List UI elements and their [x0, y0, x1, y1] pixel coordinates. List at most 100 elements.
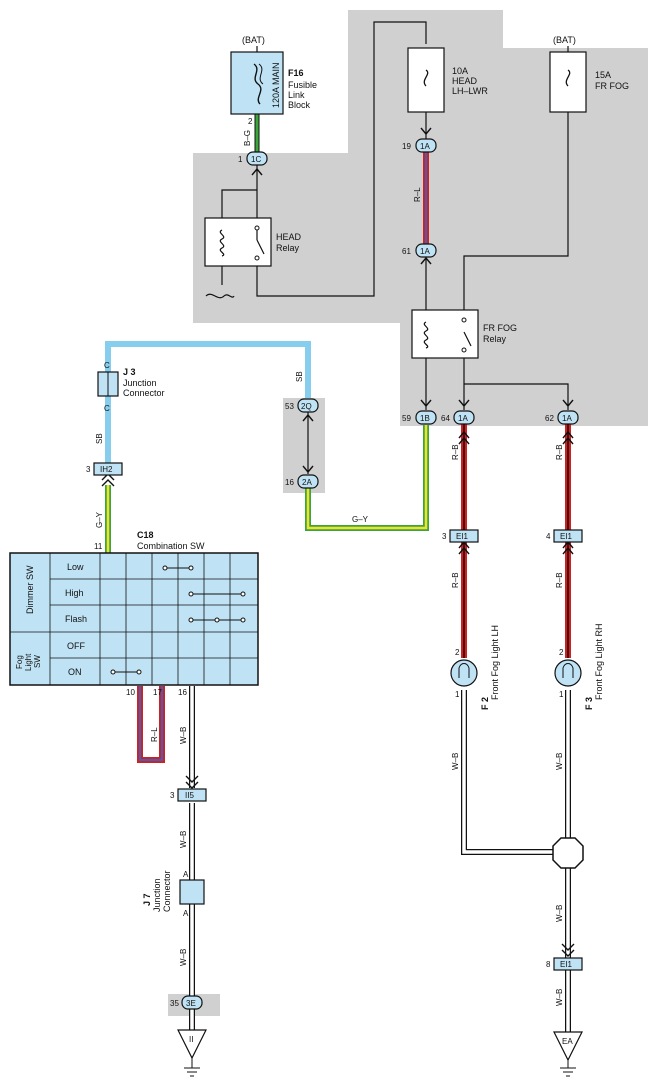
ii5-code: II5 [185, 791, 194, 800]
wire-label-wb-6: W–B [555, 905, 564, 922]
wire-sb [105, 341, 311, 463]
ei1-a-pin: 3 [442, 532, 447, 541]
f3-id: F 3 [584, 697, 594, 710]
f16-rating: 120A MAIN [271, 62, 281, 108]
wire-label-wb-7: W–B [555, 989, 564, 1006]
c3e-code: 3E [186, 999, 196, 1008]
f2-pin-top: 2 [455, 648, 460, 657]
j3-c-bot: C [104, 404, 110, 413]
wire-label-gy-left: G–Y [95, 511, 104, 528]
row-high: High [65, 588, 84, 598]
c1c-pin-top: 2 [248, 117, 253, 126]
head-fuse-name1: HEAD [452, 76, 478, 86]
ei1-c-pin: 8 [546, 960, 551, 969]
wire-label-rb-2: R–B [555, 444, 564, 460]
wire-black [221, 21, 569, 474]
wire-label-sb-left: SB [95, 433, 104, 444]
ei1-c-code: EI1 [560, 960, 573, 969]
c1a-62-code: 1A [562, 414, 572, 423]
wire-label-wb-2: W–B [179, 831, 188, 848]
connector-ih2 [93, 462, 123, 476]
ih2-code: IH2 [100, 465, 113, 474]
pin-16-2a: 16 [285, 478, 294, 487]
pin-19: 19 [402, 142, 411, 151]
c18-pin-17: 17 [153, 688, 162, 697]
wire-label-wb-1: W–B [179, 727, 188, 744]
connector-1a-64 [453, 410, 475, 425]
f3-name: Front Fog Light RH [594, 623, 604, 700]
ground-ea-label: EA [562, 1037, 573, 1046]
connector-ei1-b [553, 529, 583, 543]
row-flash: Flash [65, 614, 87, 624]
f16-line1: Fusible [288, 80, 317, 90]
c2a-code: 2A [302, 478, 312, 487]
pin-62: 62 [545, 414, 554, 423]
j3-id: J 3 [123, 367, 136, 377]
wire-gy-right [305, 425, 429, 531]
row-low: Low [67, 562, 84, 572]
wire-label-bg: B–G [243, 130, 252, 146]
fog-relay-label1: FR FOG [483, 323, 517, 333]
wire-label-rb-1: R–B [451, 444, 460, 460]
wire-wb [189, 686, 571, 1032]
head-relay-label1: HEAD [276, 232, 302, 242]
fog-relay-label2: Relay [483, 334, 507, 344]
pin-35: 35 [170, 999, 179, 1008]
pin-64: 64 [441, 414, 450, 423]
wire-arrows [101, 127, 575, 957]
j3-line2: Connector [123, 388, 165, 398]
connector-1a-62 [557, 410, 579, 425]
front-fog-light-rh [554, 659, 582, 687]
ih2-pin: 3 [86, 465, 91, 474]
connector-1b-59 [415, 410, 437, 425]
f16-line2: Link [288, 90, 305, 100]
fuse-head [407, 47, 445, 113]
f2-id: F 2 [480, 697, 490, 710]
connector-2q [297, 398, 319, 413]
connector-2a [297, 474, 319, 489]
c18-name: Combination SW [137, 541, 205, 551]
wire-label-rb-4: R–B [555, 572, 564, 588]
fog-sw-label2: Light [24, 653, 33, 671]
fog-sw-label3: SW [33, 655, 42, 668]
ii5-pin: 3 [170, 791, 175, 800]
connector-1a-61 [415, 243, 437, 258]
wire-label-wb-5: W–B [555, 753, 564, 770]
connector-ii5 [177, 788, 207, 802]
ei1-b-pin: 4 [546, 532, 551, 541]
wire-label-rl-switch: R–L [150, 727, 159, 742]
j3-c-top: C [104, 361, 110, 370]
head-fuse-name2: LH–LWR [452, 86, 488, 96]
pin-59: 59 [402, 414, 411, 423]
f3-pin-bot: 1 [559, 690, 564, 699]
wire-label-gy-bottom: G–Y [352, 515, 369, 524]
dimmer-sw-label: Dimmer SW [25, 565, 35, 614]
combination-switch-c18 [9, 552, 259, 686]
wire-rl-switch [137, 686, 165, 763]
head-fuse-rating: 10A [452, 66, 468, 76]
head-relay-label2: Relay [276, 243, 300, 253]
c1b-59-code: 1B [420, 414, 430, 423]
ei1-b-code: EI1 [560, 532, 573, 541]
bat-left-label: (BAT) [242, 35, 265, 45]
wire-label-sb-right: SB [295, 371, 304, 382]
c18-pin-16: 16 [178, 688, 187, 697]
j7-a-bot: A [183, 909, 189, 918]
c2q-code: 2Q [301, 402, 312, 411]
connector-ei1-c [553, 957, 583, 971]
fusible-link-f16 [230, 51, 284, 115]
splice-point [552, 837, 584, 869]
pin-53: 53 [285, 402, 294, 411]
junction-connector-j3 [97, 371, 119, 397]
c1a-61-code: 1A [420, 247, 430, 256]
connector-1a-19 [415, 138, 437, 153]
row-off: OFF [67, 641, 85, 651]
ei1-a-code: EI1 [456, 532, 469, 541]
fog-relay [411, 309, 479, 359]
row-on: ON [68, 667, 82, 677]
c1c-code: 1C [251, 155, 261, 164]
wire-label-rl-top: R–L [413, 187, 422, 202]
ground-ii-label: II [189, 1035, 193, 1044]
j3-line1: Junction [123, 378, 157, 388]
